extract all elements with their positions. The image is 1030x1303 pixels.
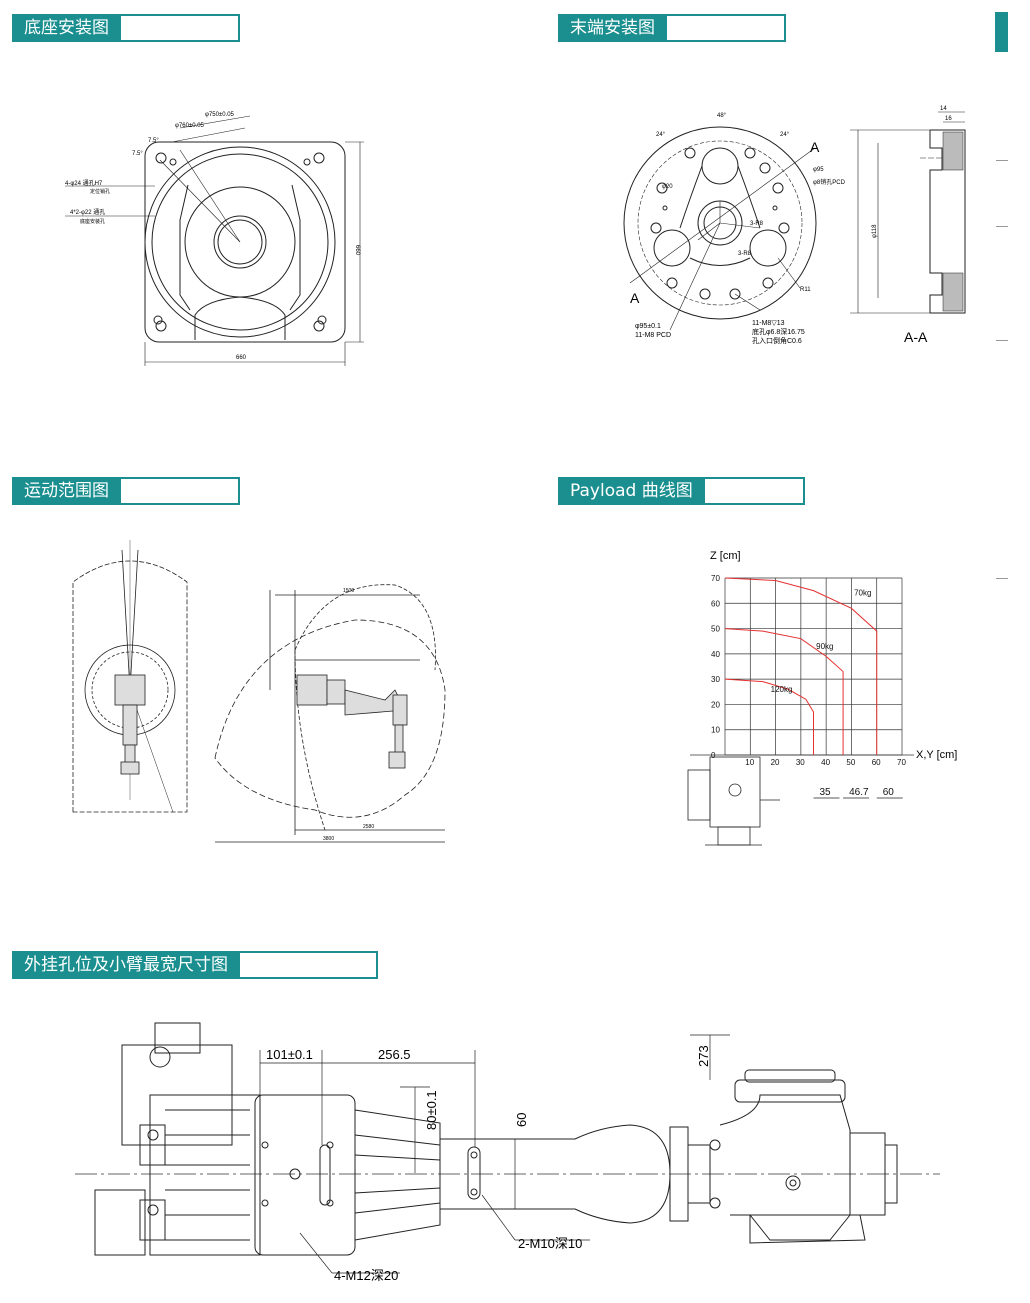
x-tick-label: 20 bbox=[771, 758, 780, 767]
section-header-motion: 运动范围图 bbox=[12, 477, 240, 505]
dim-273: 273 bbox=[696, 1045, 711, 1067]
section-title: 末端安装图 bbox=[560, 16, 667, 40]
x-tick-label: 70 bbox=[897, 758, 906, 767]
label-phi20: φ20 bbox=[662, 184, 673, 190]
angle-b: 7.5° bbox=[148, 138, 159, 144]
side-tick bbox=[996, 340, 1008, 341]
angle-48: 48° bbox=[717, 113, 727, 119]
section-title: 运动范围图 bbox=[14, 479, 121, 503]
section-header-base: 底座安装图 bbox=[12, 14, 240, 42]
y-tick-label: 20 bbox=[711, 700, 720, 709]
dim-80: 80±0.1 bbox=[424, 1090, 439, 1130]
section-title: 底座安装图 bbox=[14, 16, 121, 40]
reach-label: 46.7 bbox=[849, 787, 869, 798]
label-phi95-pcd-b: 11-M8 PCD bbox=[635, 332, 671, 339]
dim-width: 660 bbox=[236, 355, 247, 361]
section-mark-A-bottom: A bbox=[630, 290, 640, 306]
angle-a: 7.5° bbox=[132, 151, 143, 157]
series-line-120kg bbox=[724, 678, 814, 755]
chart-xlabel: X,Y [cm] bbox=[916, 749, 957, 761]
side-tick bbox=[996, 578, 1008, 579]
dim-height: 660 bbox=[354, 245, 360, 256]
hole-note-2b: 底座安装孔 bbox=[80, 218, 105, 225]
forearm-drawing: 101±0.1 256.5 80±0.1 60 273 2-M10深10 4-M… bbox=[75, 1022, 940, 1283]
side-tick bbox=[996, 160, 1008, 161]
note-m10: 2-M10深10 bbox=[518, 1236, 582, 1251]
motion-range-drawing: 1500 2580 3800 bbox=[72, 540, 446, 843]
dim-top: 1500 bbox=[343, 588, 354, 594]
angle-24b: 24° bbox=[780, 132, 790, 138]
y-tick-label: 60 bbox=[711, 599, 720, 608]
series-line-70kg bbox=[724, 577, 878, 755]
section-title: Payload 曲线图 bbox=[560, 479, 705, 503]
hole-note-1b: 定位销孔 bbox=[90, 188, 110, 195]
hole-note-2a: 4*2-φ22 通孔 bbox=[70, 208, 105, 216]
section-mark-A-top: A bbox=[810, 139, 820, 155]
series-label: 70kg bbox=[854, 589, 871, 598]
label-phi95-pcd-a: φ95±0.1 bbox=[635, 323, 661, 330]
side-tick bbox=[996, 226, 1008, 227]
dim-256: 256.5 bbox=[378, 1047, 411, 1062]
section-header-arm: 外挂孔位及小臂最宽尺寸图 bbox=[12, 951, 378, 979]
chart-ylabel: Z [cm] bbox=[710, 550, 741, 562]
y-tick-label: 40 bbox=[711, 650, 720, 659]
x-tick-label: 40 bbox=[821, 758, 830, 767]
y-tick-label: 50 bbox=[711, 625, 720, 634]
payload-chart: Z [cm] X,Y [cm] 10 20 30 40 50 60 70 0 10 20 30 40 5… bbox=[687, 550, 957, 846]
label-phi118: φ118 bbox=[872, 224, 878, 238]
series-line-90kg bbox=[724, 628, 844, 755]
x-tick-label: 10 bbox=[745, 758, 754, 767]
label-dim16: 16 bbox=[945, 116, 952, 122]
label-r8a: 3-R8 bbox=[750, 221, 764, 227]
x-tick-label: 60 bbox=[872, 758, 881, 767]
dim-bottom-outer: 3800 bbox=[323, 836, 334, 842]
y-tick-label: 70 bbox=[711, 574, 720, 583]
dim-phi750: φ750±0.05 bbox=[205, 112, 235, 118]
side-accent-bar bbox=[995, 12, 1008, 52]
angle-24a: 24° bbox=[656, 132, 666, 138]
y-tick-label: 0 bbox=[711, 751, 716, 760]
section-header-end: 末端安装图 bbox=[558, 14, 786, 42]
label-m8-b: 底孔φ6.8深16.75 bbox=[752, 327, 805, 336]
dim-bottom-inner: 2580 bbox=[363, 824, 374, 830]
section-label-AA: A-A bbox=[904, 329, 928, 345]
label-phi8-pcd: φ8销孔PCD bbox=[813, 178, 846, 186]
section-title: 外挂孔位及小臂最宽尺寸图 bbox=[14, 953, 240, 977]
x-tick-label: 30 bbox=[796, 758, 805, 767]
label-m8-a: 11-M8▽13 bbox=[752, 320, 785, 327]
end-installation-drawing: 48° 24° 24° A A φ95 φ8销孔PCD φ20 3-R8 3-R… bbox=[623, 106, 966, 345]
label-r11: R11 bbox=[800, 287, 811, 293]
y-tick-label: 30 bbox=[711, 675, 720, 684]
reach-label: 35 bbox=[820, 787, 832, 798]
label-dim14: 14 bbox=[940, 106, 947, 112]
hole-note-1a: 4-φ24 通孔H7 bbox=[65, 179, 103, 187]
reach-label: 60 bbox=[883, 787, 895, 798]
label-m8-c: 孔入口倒角C0.6 bbox=[752, 336, 802, 345]
label-r8b: 3-R8 bbox=[738, 251, 752, 257]
dim-60: 60 bbox=[514, 1113, 529, 1127]
x-tick-label: 50 bbox=[846, 758, 855, 767]
base-installation-drawing: φ750±0.05 φ760±0.05 7.5° 7.5° 4-φ24 通孔H7… bbox=[65, 112, 364, 366]
dim-phi760: φ760±0.05 bbox=[175, 123, 205, 129]
label-phi95: φ95 bbox=[813, 167, 824, 173]
y-tick-label: 10 bbox=[711, 726, 720, 735]
series-label: 90kg bbox=[816, 642, 833, 651]
dim-101: 101±0.1 bbox=[266, 1047, 313, 1062]
series-label: 120kg bbox=[771, 685, 793, 694]
note-m12: 4-M12深20 bbox=[334, 1268, 398, 1283]
section-header-payload: Payload 曲线图 bbox=[558, 477, 805, 505]
